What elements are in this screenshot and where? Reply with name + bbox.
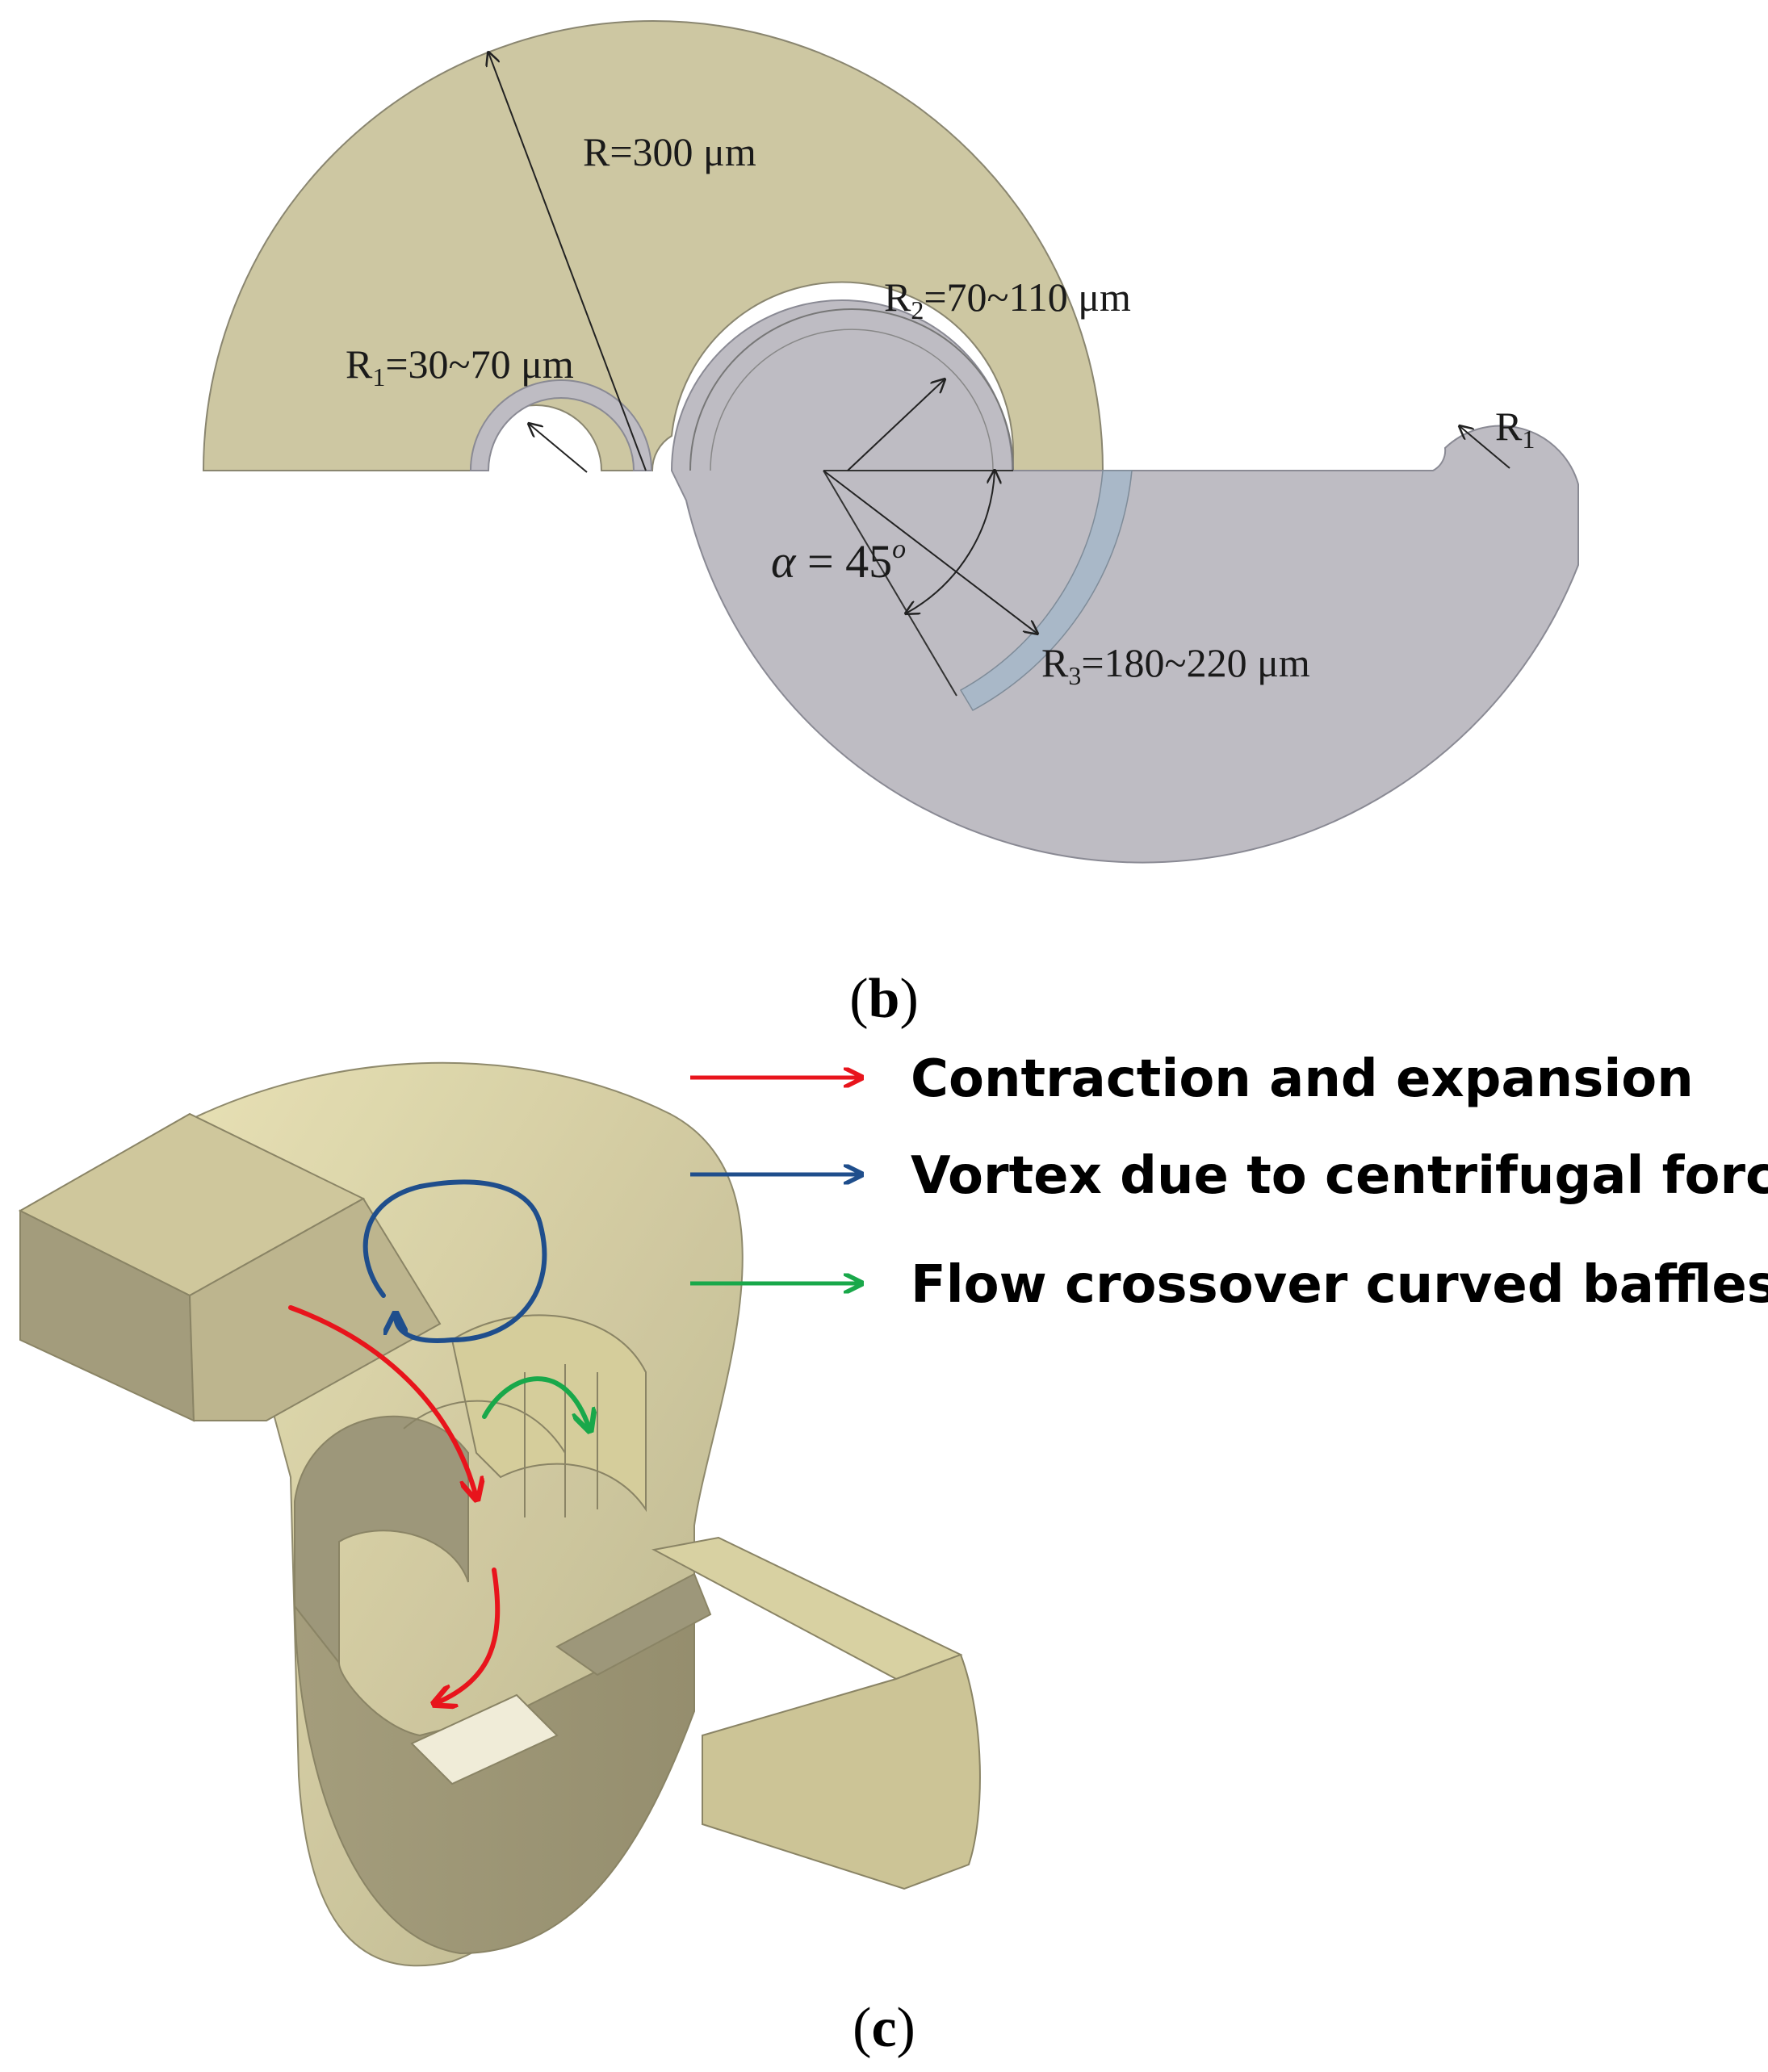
angle-line <box>823 470 957 697</box>
label-r1-small-sub: 1 <box>1522 425 1535 454</box>
label-r1-prefix: R <box>346 341 373 387</box>
label-r3-prefix: R <box>1041 640 1069 685</box>
legend-blue-label: Vortex due to centrifugal force <box>911 1146 1768 1206</box>
panel-c-flow-arrows <box>288 1179 589 1703</box>
label-alpha-eq: = 45 <box>795 535 892 588</box>
model-right-block-face <box>702 1653 981 1890</box>
label-r1-small: R1 <box>1495 404 1535 454</box>
green-crossover-arrow <box>482 1376 589 1429</box>
r3-baffle <box>959 470 1133 712</box>
label-r1-value: =30~70 μm <box>385 341 574 387</box>
label-r2: R2=70~110 μm <box>884 274 1131 324</box>
panel-b-label: (b) <box>849 968 919 1030</box>
label-r3-sub: 3 <box>1068 661 1081 690</box>
panel-b-geometry <box>202 20 1579 864</box>
panel-b-dimension-arrows <box>488 52 1510 634</box>
panel-b-letter: b <box>869 968 900 1030</box>
label-alpha-sup: o <box>892 534 906 564</box>
r2-ring-outline <box>689 308 1014 471</box>
blue-vortex-loop <box>362 1179 547 1343</box>
model-lower-disc-face <box>293 1604 695 1955</box>
legend-green-label: Flow crossover curved baffles <box>911 1255 1768 1315</box>
red-flow-arrow-bottom <box>436 1568 501 1703</box>
label-r300: R=300 μm <box>583 129 756 174</box>
model-left-block-side <box>188 1197 442 1421</box>
r2-ring-inner <box>710 329 994 471</box>
panel-c-close: ) <box>897 1997 915 2059</box>
panel-c-label: (c) <box>853 1997 915 2059</box>
r1-small-arrow <box>1460 426 1510 469</box>
panel-c-open: ( <box>853 1997 871 2059</box>
panel-b-close: ) <box>899 968 918 1030</box>
label-r2-value: =70~110 μm <box>924 274 1131 320</box>
legend-red-label: Contraction and expansion <box>911 1049 1694 1109</box>
model-right-slot <box>555 1572 712 1676</box>
label-r1-small-prefix: R <box>1495 404 1523 449</box>
r-arrow <box>488 52 647 471</box>
label-alpha: α = 45o <box>771 534 906 588</box>
label-r3: R3=180~220 μm <box>1041 640 1310 690</box>
red-flow-arrow-top <box>288 1305 476 1497</box>
model-inner-cavity <box>294 1415 469 1665</box>
panel-b-open: ( <box>849 968 868 1030</box>
label-r2-prefix: R <box>884 274 911 320</box>
panel-c-letter: c <box>871 1997 896 2059</box>
r2-arrow <box>847 379 945 471</box>
label-alpha-symbol: α <box>771 535 797 588</box>
panel-c-legend: Contraction and expansion Vortex due to … <box>690 1049 1768 1315</box>
lower-half-channel <box>670 299 1579 864</box>
label-r2-sub: 2 <box>911 295 924 324</box>
label-r1: R1=30~70 μm <box>346 341 574 391</box>
panel-c-3d-model <box>18 1061 981 1967</box>
label-r3-value: =180~220 μm <box>1081 640 1310 685</box>
label-r1-sub: 1 <box>372 362 385 391</box>
r1-ring <box>469 379 653 471</box>
upper-half-channel <box>202 20 1104 471</box>
model-lower-slot <box>410 1693 559 1785</box>
alpha-arc <box>906 471 995 613</box>
r1-arrow <box>529 424 588 473</box>
model-outline-arc <box>403 1400 566 1454</box>
